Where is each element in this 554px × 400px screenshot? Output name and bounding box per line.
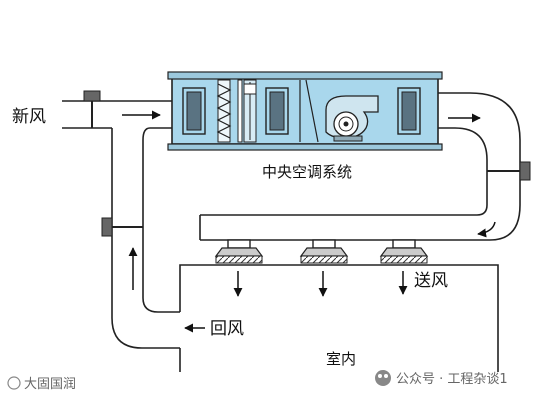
watermark-left: 大固国润 <box>7 376 76 392</box>
fan-icon <box>325 95 379 142</box>
label-fresh-air: 新风 <box>12 107 46 127</box>
diffuser <box>379 247 429 264</box>
label-supply-air: 送风 <box>414 271 448 291</box>
supply-duct <box>199 92 521 241</box>
diffuser <box>214 247 264 264</box>
damper-supply-air <box>487 161 531 181</box>
label-indoor: 室内 <box>326 350 356 368</box>
supply-branches <box>227 239 416 249</box>
room-outline <box>179 264 499 372</box>
damper-return-air <box>101 217 143 237</box>
damper-fresh-air <box>83 90 101 128</box>
ac-unit <box>167 71 443 151</box>
fresh-air-duct <box>62 100 180 349</box>
coil <box>237 79 257 143</box>
watermark-left-text: 大固国润 <box>24 377 76 392</box>
label-return-air: 回风 <box>210 319 244 339</box>
diffuser <box>299 247 349 264</box>
filter <box>216 79 232 143</box>
flow-arrows <box>122 110 496 333</box>
diffusers <box>214 247 429 264</box>
label-system: 中央空调系统 <box>262 163 352 181</box>
arrow-supply-bend <box>477 221 496 238</box>
watermark-right-text: 公众号 · 工程杂谈1 <box>396 372 508 387</box>
watermark-right: 公众号 · 工程杂谈1 <box>375 370 508 387</box>
